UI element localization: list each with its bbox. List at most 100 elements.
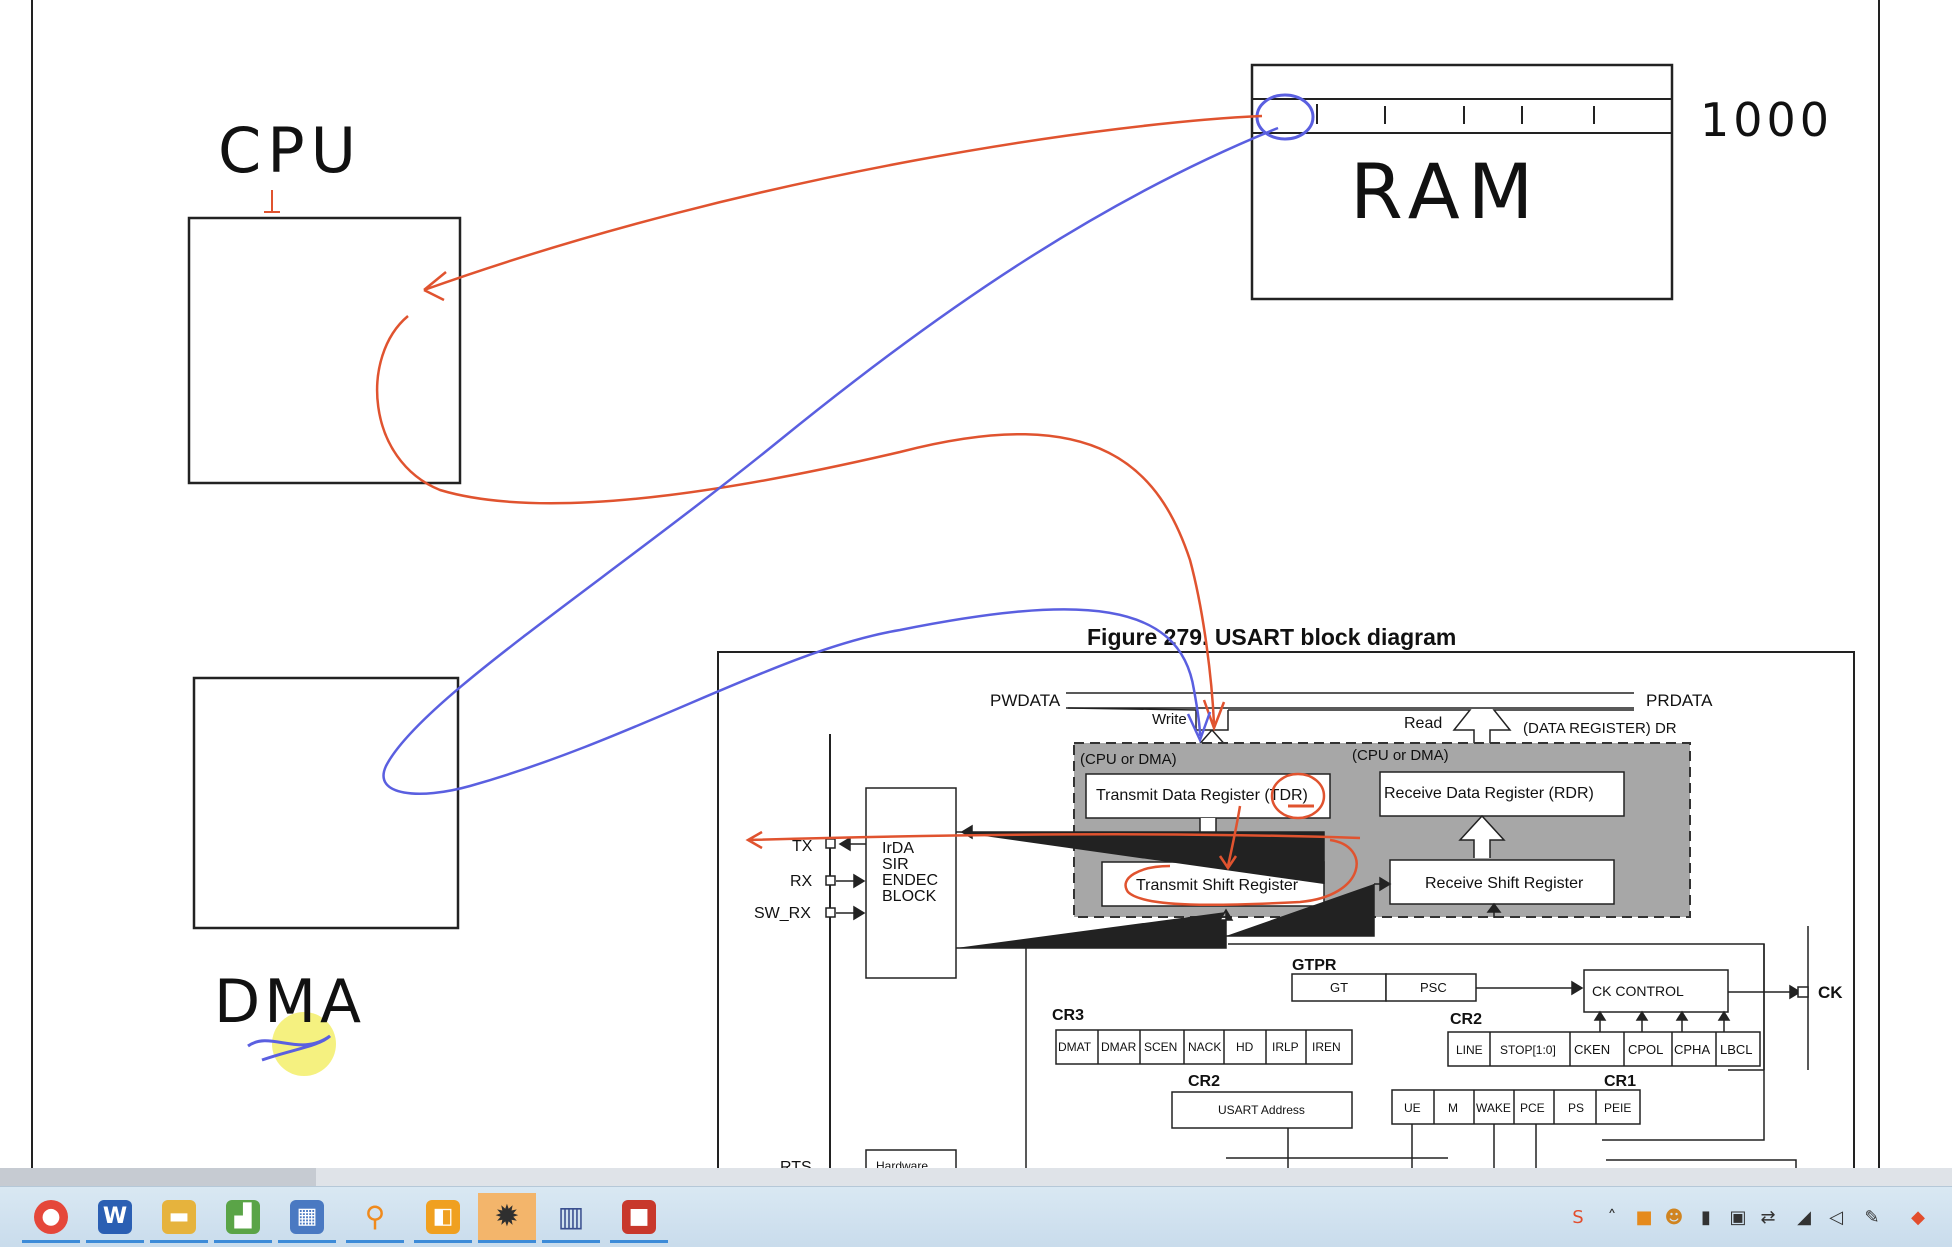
screen-icon[interactable]: ▣: [1729, 1206, 1747, 1228]
app-tray-icon[interactable]: ■: [1635, 1206, 1653, 1228]
ram-cell-ticks: [1316, 104, 1595, 124]
red-tdr-circle: [1270, 772, 1326, 820]
irda-line-2: SIR: [882, 856, 909, 873]
cr2-addr-label: CR2: [1188, 1073, 1220, 1090]
video-recorder-taskbar-button[interactable]: ■: [610, 1193, 668, 1243]
cr1-fields: [1391, 1089, 1641, 1125]
cr1-pce: PCE: [1520, 1101, 1545, 1115]
chart-app-icon: ▟: [226, 1199, 260, 1234]
cr2-stop: STOP[1:0]: [1500, 1043, 1556, 1057]
cr2-addr-wire: [1226, 1128, 1448, 1168]
cr3-dmat: DMAT: [1058, 1040, 1092, 1054]
rdr-label: Receive Data Register (RDR): [1384, 785, 1594, 802]
irda-line-4: BLOCK: [882, 888, 937, 905]
red-tx-out-arrow: [745, 830, 1361, 850]
cr3-iren: IREN: [1312, 1040, 1341, 1054]
irda-line-1: IrDA: [882, 840, 914, 857]
video-progress-bar[interactable]: [0, 1168, 1952, 1186]
rsr-rdr-arrow: [1458, 814, 1506, 858]
rx-pin-label: RX: [790, 873, 813, 890]
page-frame: [31, 0, 1880, 1168]
user-tray-icon[interactable]: ☻: [1664, 1206, 1684, 1228]
word-taskbar-button[interactable]: W: [86, 1193, 144, 1243]
irda-line-3: ENDEC: [882, 872, 938, 889]
blue-ram-to-dma-to-tdr: [382, 126, 1279, 795]
ck-control-box: [1583, 969, 1729, 1013]
folder-taskbar-button[interactable]: ▬: [150, 1193, 208, 1243]
ram-label: RAM: [1350, 147, 1541, 236]
red-tsr-loop: [1124, 838, 1358, 907]
gtpr-gt-field: [1291, 973, 1387, 1002]
video-recorder-icon: ■: [622, 1199, 656, 1234]
read-label: Read: [1404, 715, 1442, 732]
rx-wire: [956, 884, 1375, 1168]
cr3-nack: NACK: [1188, 1040, 1221, 1054]
cr2-to-ck-arrows: [1593, 1010, 1731, 1032]
cr2-line: LINE: [1456, 1043, 1483, 1057]
cr1-peie: PEIE: [1604, 1101, 1631, 1115]
chevron-up-icon[interactable]: ˄: [1607, 1206, 1617, 1228]
gtpr-label: GTPR: [1292, 957, 1337, 974]
books-icon: ▥: [557, 1200, 585, 1233]
gtpr-wire: [1476, 980, 1584, 996]
cr1-wires: [1228, 943, 1797, 1168]
cr2-addr-field: [1171, 1091, 1353, 1129]
microphone-icon[interactable]: ▮: [1701, 1206, 1711, 1228]
cr2-cpol: CPOL: [1628, 1042, 1663, 1057]
folder-icon: ▬: [162, 1199, 196, 1234]
cr1-label: CR1: [1604, 1073, 1636, 1090]
network-icon[interactable]: ◢: [1797, 1206, 1811, 1228]
rsr-box: [1389, 859, 1615, 905]
tdr-label: Transmit Data Register (TDR): [1096, 787, 1308, 804]
cr2-top-fields: [1447, 1031, 1761, 1067]
notification-icon[interactable]: ◆: [1911, 1206, 1925, 1228]
pin-arrows: [836, 836, 866, 921]
cr2-lbcl: LBCL: [1720, 1042, 1753, 1057]
cr1-wake: WAKE: [1476, 1101, 1511, 1115]
dma-label: DMA: [214, 967, 365, 1037]
gtpr-psc-label: PSC: [1420, 980, 1447, 995]
word-icon: W: [98, 1199, 132, 1234]
bottom-box: [865, 1149, 957, 1168]
cr3-dmar: DMAR: [1101, 1040, 1137, 1054]
ck-pin-square: [1797, 986, 1809, 998]
prdata-label: PRDATA: [1646, 691, 1713, 710]
ram-address-label: 1000: [1700, 93, 1833, 147]
dma-box: [192, 676, 460, 930]
red-tdr-to-tsr: [1218, 805, 1242, 871]
red-cpu-to-tdr-arrow: [375, 315, 1226, 732]
cr1-m: M: [1448, 1101, 1458, 1115]
chrome-taskbar-button[interactable]: ●: [22, 1193, 80, 1243]
sync-icon[interactable]: ⇄: [1760, 1206, 1776, 1228]
ck-control-label: CK CONTROL: [1592, 983, 1684, 999]
books-taskbar-button[interactable]: ▥: [542, 1193, 600, 1243]
irda-box: [865, 787, 957, 979]
data-bus-lines: [1066, 692, 1634, 709]
write-label: Write: [1152, 711, 1187, 728]
dr-label: (DATA REGISTER) DR: [1523, 720, 1677, 737]
input-method-icon[interactable]: S: [1572, 1206, 1584, 1228]
ck-return-wire: [1728, 944, 1765, 1071]
tdr-box: [1085, 773, 1331, 819]
cr2-addr-value: USART Address: [1218, 1103, 1305, 1117]
gear-bug-icon: ✹: [494, 1199, 520, 1234]
tx-pin-label: TX: [792, 838, 813, 855]
ck-wire: [1728, 926, 1809, 1070]
rdr-box: [1379, 771, 1625, 817]
chart-app-taskbar-button[interactable]: ▟: [214, 1193, 272, 1243]
cr3-irlp: IRLP: [1272, 1040, 1299, 1054]
tsr-label: Transmit Shift Register: [1136, 877, 1299, 894]
volume-icon[interactable]: ◁: [1829, 1206, 1843, 1228]
calculator-taskbar-button[interactable]: ▦: [278, 1193, 336, 1243]
search-tool-taskbar-button[interactable]: ⚲: [346, 1193, 404, 1243]
pwdata-label: PWDATA: [990, 691, 1061, 710]
whiteboard-canvas[interactable]: CPU RAM 1000 DMA Figure 279. USART block…: [0, 0, 1952, 1168]
figure-frame: [717, 651, 1855, 1168]
gtpr-psc-field: [1385, 973, 1477, 1002]
cpu-or-dma-left: (CPU or DMA): [1080, 751, 1177, 768]
cpu-label: CPU: [218, 114, 362, 187]
presentation-taskbar-button[interactable]: ◧: [414, 1193, 472, 1243]
cr1-ps: PS: [1568, 1101, 1584, 1115]
gear-bug-taskbar-button[interactable]: ✹: [478, 1193, 536, 1243]
pen-icon[interactable]: ✎: [1864, 1206, 1880, 1228]
